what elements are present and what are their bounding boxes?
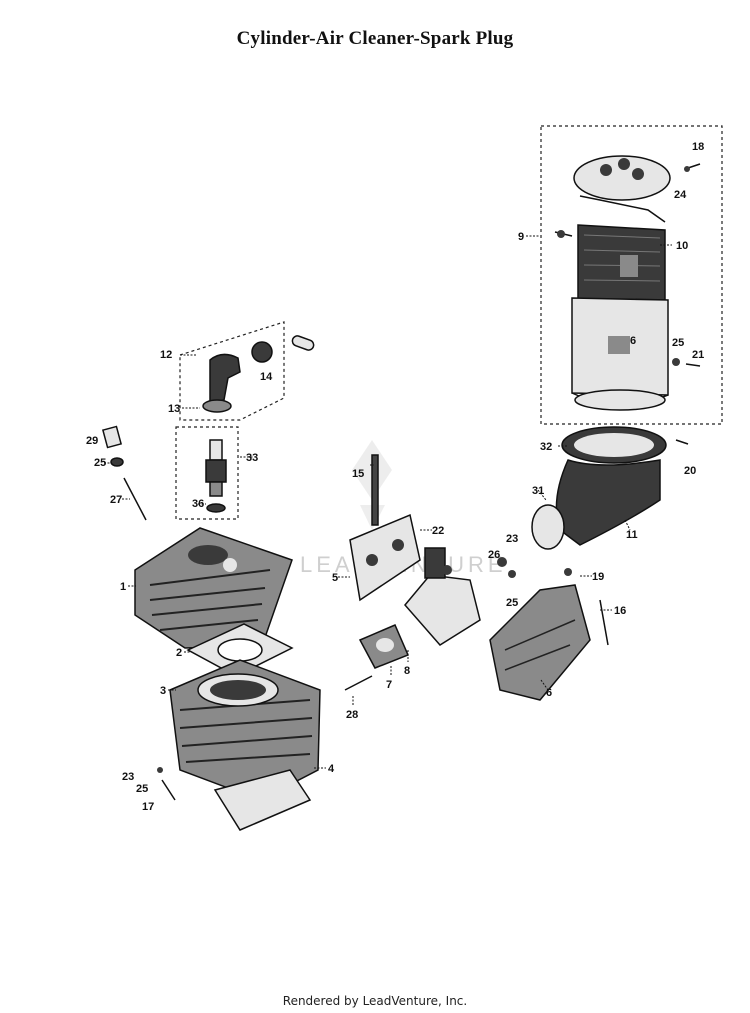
callout-6: 6 <box>546 687 552 699</box>
air-cleaner-screw <box>557 230 565 238</box>
callout-20: 20 <box>684 465 696 477</box>
callout-32: 32 <box>540 441 552 453</box>
callout-27: 27 <box>110 494 122 506</box>
plug-gasket <box>206 503 226 513</box>
callout-26: 26 <box>488 549 500 561</box>
footer-credit: Rendered by LeadVenture, Inc. <box>282 994 468 1008</box>
callout-6-box: 6 <box>630 335 636 347</box>
callout-17: 17 <box>142 801 154 813</box>
callout-8: 8 <box>404 665 410 677</box>
callout-23-mid: 23 <box>506 533 518 545</box>
callout-31: 31 <box>532 485 544 497</box>
case-bracket <box>608 336 630 354</box>
callout-16: 16 <box>614 605 626 617</box>
carburetor-assembly <box>344 454 516 691</box>
callout-15: 15 <box>352 468 364 480</box>
callout-4: 4 <box>328 763 335 775</box>
cylinder-stud <box>101 425 147 521</box>
diagram-title: Cylinder-Air Cleaner-Spark Plug <box>236 28 514 49</box>
callout-7: 7 <box>386 679 392 691</box>
callout-25-mid: 25 <box>506 597 518 609</box>
callout-14: 14 <box>260 371 273 383</box>
cylinder-block <box>157 659 321 831</box>
callout-10: 10 <box>676 240 688 252</box>
plug-cap-group-box <box>179 321 285 421</box>
callout-1: 1 <box>120 581 126 593</box>
callout-22: 22 <box>432 525 444 537</box>
callout-3: 3 <box>160 685 166 697</box>
callout-25-right: 25 <box>672 337 684 349</box>
callout-11: 11 <box>626 529 638 541</box>
spark-plug <box>205 439 227 513</box>
callout-2: 2 <box>176 647 182 659</box>
callout-33: 33 <box>246 452 258 464</box>
callout-13: 13 <box>168 403 180 415</box>
callout-23-bottom: 23 <box>122 771 134 783</box>
cylinder-head <box>134 527 293 649</box>
air-intake-hose <box>531 426 689 550</box>
spark-plug-group-box <box>175 426 239 520</box>
cylinder-base <box>213 769 312 831</box>
spark-plug-cap <box>202 335 315 413</box>
head-gasket <box>186 623 294 677</box>
callout-25-left: 25 <box>94 457 106 469</box>
callout-21: 21 <box>692 349 704 361</box>
callout-25-bottom: 25 <box>136 783 148 795</box>
air-cleaner-cap <box>573 155 671 201</box>
case-nut <box>672 358 680 366</box>
callout-29: 29 <box>86 435 98 447</box>
callout-24: 24 <box>674 189 687 201</box>
air-cleaner-assembly <box>554 155 701 411</box>
long-bolt <box>371 454 379 526</box>
callout-19: 19 <box>592 571 604 583</box>
callout-18: 18 <box>692 141 704 153</box>
carburetor-cover <box>489 568 609 701</box>
callout-36: 36 <box>192 498 204 510</box>
callout-5: 5 <box>332 572 338 584</box>
callout-28: 28 <box>346 709 358 721</box>
air-cleaner-group-box <box>540 125 723 425</box>
leader-lines <box>104 235 672 769</box>
callout-12: 12 <box>160 349 172 361</box>
carburetor-body <box>404 574 481 646</box>
callout-9: 9 <box>518 231 524 243</box>
intake-plate <box>349 513 421 602</box>
